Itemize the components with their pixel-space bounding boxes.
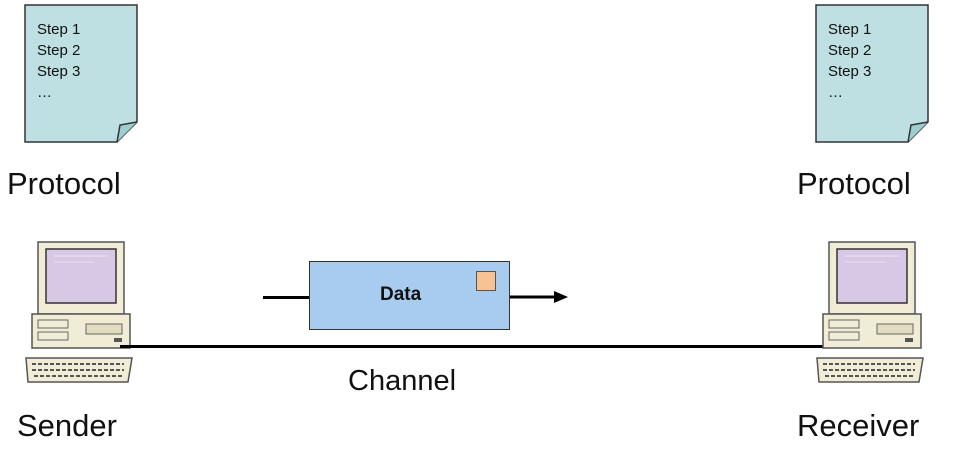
packet-incoming-line (263, 296, 310, 299)
protocol-steps: Step 1 Step 2 Step 3 … (828, 19, 871, 103)
protocol-step: Step 2 (37, 42, 81, 59)
sender-protocol-document: Step 1 Step 2 Step 3 … (24, 4, 139, 144)
packet-label: Data (380, 284, 422, 305)
channel-label: Channel (348, 365, 457, 397)
sender-protocol-label: Protocol (7, 166, 121, 201)
receiver-protocol-label: Protocol (797, 166, 911, 201)
protocol-step: Step 3 (37, 63, 81, 80)
protocol-step: Step 2 (828, 42, 872, 59)
receiver-computer (815, 240, 925, 385)
protocol-steps: Step 1 Step 2 Step 3 … (37, 19, 80, 103)
document-icon (24, 4, 138, 143)
protocol-step: Step 1 (37, 21, 81, 38)
protocol-step: Step 3 (828, 63, 872, 80)
computer-icon (816, 241, 924, 383)
receiver-protocol-document: Step 1 Step 2 Step 3 … (815, 4, 930, 144)
sender-label: Sender (17, 408, 117, 443)
channel-line (120, 345, 832, 348)
data-packet: Data (309, 261, 510, 330)
protocol-step: … (37, 84, 52, 101)
computer-icon (25, 241, 133, 383)
arrow-right-icon (510, 291, 568, 303)
packet-header-square (476, 271, 496, 291)
receiver-label: Receiver (797, 408, 920, 443)
document-icon (815, 4, 929, 143)
sender-computer (24, 240, 134, 385)
protocol-step: … (828, 84, 843, 101)
protocol-step: Step 1 (828, 21, 872, 38)
